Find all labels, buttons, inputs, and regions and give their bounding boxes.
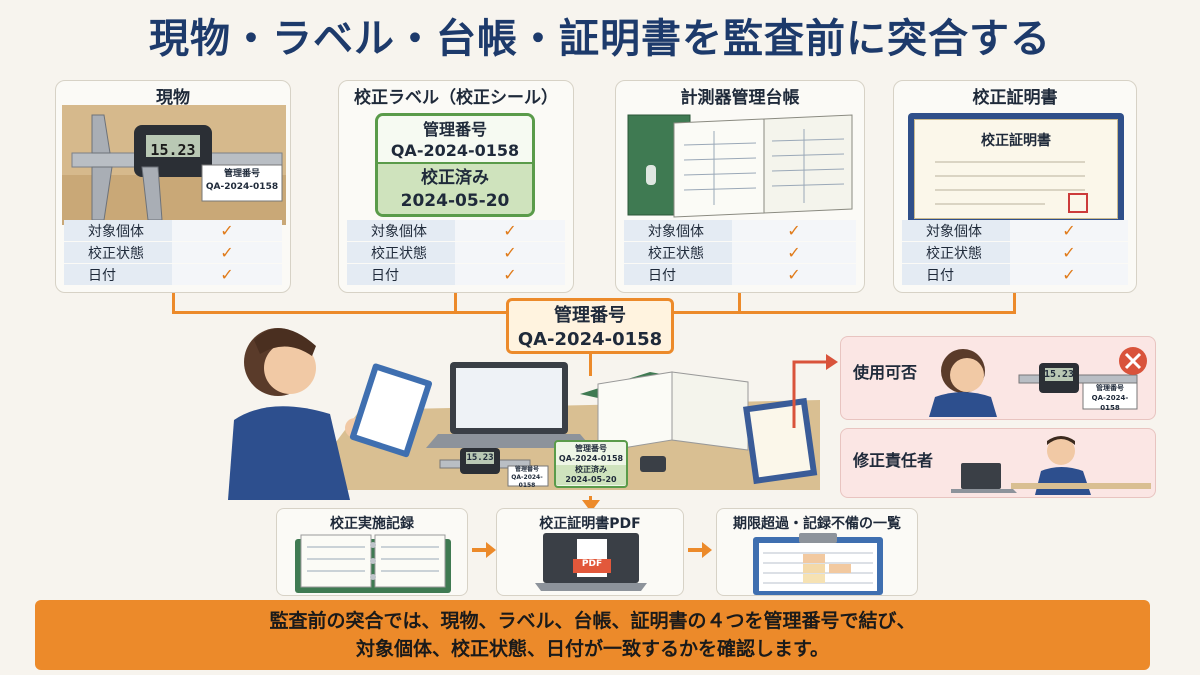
overdue-list-card: 期限超過・記録不備の一覧 <box>716 508 918 596</box>
connector-line <box>738 293 741 313</box>
desk-caliper-display: 15.23 <box>466 453 494 463</box>
certificate-pdf-card: 校正証明書PDF PDF <box>496 508 684 596</box>
label-date: 2024-05-20 <box>400 191 510 211</box>
check-label: 日付 <box>624 264 732 285</box>
usage-label: 使用可否 <box>853 363 918 382</box>
asset-tag: 管理番号 QA-2024-0158 <box>202 168 282 194</box>
desk-label-line1: 管理番号 <box>575 444 607 453</box>
check-mark: ✓ <box>732 264 856 285</box>
check-mark: ✓ <box>732 220 856 241</box>
caliper-display: 15.23 <box>150 141 196 159</box>
card-title: 現物 <box>156 88 190 108</box>
check-label: 日付 <box>64 264 172 285</box>
desk-calibration-label: 管理番号 QA-2024-0158 校正済み 2024-05-20 <box>554 440 628 488</box>
usage-illustration <box>929 347 1147 417</box>
connector-line <box>172 293 175 313</box>
usage-caliper-display: 15.23 <box>1043 369 1075 380</box>
certificate-lines <box>935 161 1088 213</box>
check-mark: ✓ <box>455 264 565 285</box>
mgmt-number-value: QA-2024-0158 <box>517 329 663 350</box>
check-table: 対象個体✓ 校正状態✓ 日付✓ <box>902 220 1128 286</box>
desk-label-line3: 校正済み <box>575 465 607 474</box>
card-title: 校正ラベル（校正シール） <box>354 88 558 108</box>
check-mark: ✓ <box>1010 242 1128 263</box>
certificate-heading: 校正証明書 <box>981 133 1051 149</box>
check-label: 対象個体 <box>624 220 732 241</box>
label-mgmt-title: 管理番号 <box>422 120 487 139</box>
card-genbutsu: 現物 15.23 管理番号 QA-2024-0158 対象個体✓ 校正状態✓ 日… <box>55 80 291 293</box>
card-certificate: 校正証明書 校正証明書 対象個体✓ 校正状態✓ 日付✓ <box>893 80 1137 293</box>
desk-label-line2: QA-2024-0158 <box>558 454 624 463</box>
label-status: 校正済み <box>421 168 489 188</box>
bottom-card-title: 期限超過・記録不備の一覧 <box>733 516 901 532</box>
responsible-panel: 修正責任者 <box>840 428 1156 498</box>
check-table: 対象個体✓ 校正状態✓ 日付✓ <box>347 220 565 286</box>
desk-tag-line2: QA-2024-0158 <box>511 474 543 489</box>
asset-tag-line1: 管理番号 <box>223 169 260 179</box>
arrow-right-icon <box>472 542 496 558</box>
responsible-illustration <box>951 436 1151 495</box>
bottom-card-title: 校正証明書PDF <box>539 516 641 532</box>
check-label: 対象個体 <box>347 220 455 241</box>
check-label: 校正状態 <box>64 242 172 263</box>
connector-line <box>1013 293 1016 313</box>
check-mark: ✓ <box>1010 220 1128 241</box>
check-label: 対象個体 <box>902 220 1010 241</box>
check-mark: ✓ <box>1010 264 1128 285</box>
check-mark: ✓ <box>172 264 282 285</box>
bottom-card-title: 校正実施記録 <box>330 516 414 532</box>
arrow-down-icon <box>582 500 600 512</box>
summary-line1: 監査前の突合では、現物、ラベル、台帳、証明書の４つを管理番号で結び、 <box>269 610 916 632</box>
check-mark: ✓ <box>172 220 282 241</box>
label-mgmt-number: QA-2024-0158 <box>390 141 520 160</box>
check-label: 日付 <box>347 264 455 285</box>
card-ledger: 計測器管理台帳 対象個体✓ 校正状態✓ 日付✓ <box>615 80 865 293</box>
mgmt-number-title: 管理番号 <box>554 305 626 326</box>
check-table: 対象個体✓ 校正状態✓ 日付✓ <box>64 220 282 286</box>
check-mark: ✓ <box>732 242 856 263</box>
usage-tag-line1: 管理番号 <box>1096 384 1124 392</box>
usage-asset-tag: 管理番号 QA-2024-0158 <box>1083 383 1137 413</box>
check-mark: ✓ <box>172 242 282 263</box>
connector-line <box>454 293 457 313</box>
responsible-label: 修正責任者 <box>853 451 934 470</box>
page-title: 現物・ラベル・台帳・証明書を監査前に突合する <box>149 16 1051 62</box>
pdf-laptop-icon <box>535 533 647 591</box>
arrow-right-icon <box>688 542 712 558</box>
ledger-book-icon <box>627 114 853 218</box>
check-label: 対象個体 <box>64 220 172 241</box>
check-mark: ✓ <box>455 242 565 263</box>
calibration-label: 管理番号 QA-2024-0158 校正済み 2024-05-20 <box>375 113 535 217</box>
card-title: 校正証明書 <box>972 88 1058 108</box>
card-label: 校正ラベル（校正シール） 管理番号 QA-2024-0158 校正済み 2024… <box>338 80 574 293</box>
arrow-to-usage <box>792 354 838 428</box>
certificate-frame: 校正証明書 <box>908 113 1124 225</box>
check-label: 日付 <box>902 264 1010 285</box>
check-label: 校正状態 <box>902 242 1010 263</box>
caliper-illustration <box>62 105 286 225</box>
usage-tag-line2: QA-2024-0158 <box>1091 394 1129 412</box>
asset-tag-line2: QA-2024-0158 <box>205 182 279 192</box>
desk-asset-tag: 管理番号 QA-2024-0158 <box>506 466 548 490</box>
mgmt-number-box: 管理番号 QA-2024-0158 <box>506 298 674 354</box>
clipboard-list-icon <box>753 533 883 595</box>
connector-line <box>589 354 592 376</box>
desk-label-line4: 2024-05-20 <box>565 475 617 484</box>
pdf-label: PDF <box>581 559 603 569</box>
card-title: 計測器管理台帳 <box>680 88 800 108</box>
check-label: 校正状態 <box>347 242 455 263</box>
desk-tag-line1: 管理番号 <box>514 466 539 473</box>
usage-panel: 使用可否 15.23 管理番号 QA-2024-0158 <box>840 336 1156 420</box>
check-table: 対象個体✓ 校正状態✓ 日付✓ <box>624 220 856 286</box>
record-binder-icon <box>295 534 451 593</box>
summary-banner: 監査前の突合では、現物、ラベル、台帳、証明書の４つを管理番号で結び、 対象個体、… <box>35 600 1150 670</box>
check-mark: ✓ <box>455 220 565 241</box>
check-label: 校正状態 <box>624 242 732 263</box>
calibration-record-card: 校正実施記録 <box>276 508 468 596</box>
summary-line2: 対象個体、校正状態、日付が一致するかを確認します。 <box>355 638 830 660</box>
